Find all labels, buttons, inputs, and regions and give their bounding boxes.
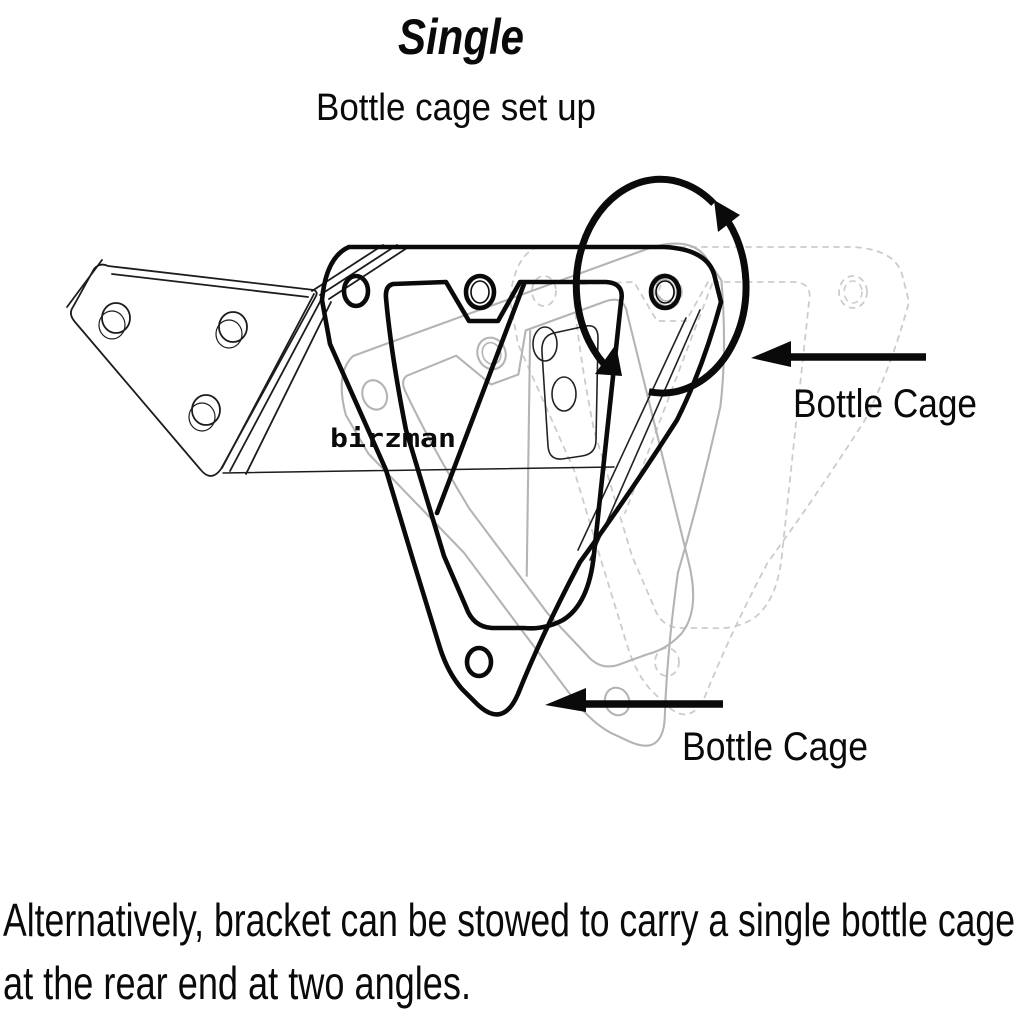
bracket-plate-edge-thickness (111, 273, 309, 298)
bracket-fold-line-3 (245, 301, 332, 475)
rear-mount-edge-line-1 (589, 309, 701, 561)
rear-mount-plate-outline (541, 324, 599, 460)
page-title: Single (398, 9, 524, 65)
bottle-cage-label-bottom: Bottle Cage (682, 725, 868, 769)
bracket-hole-1-inner (98, 310, 126, 340)
bracket-hole-1 (101, 302, 131, 334)
mounting-bracket-plate (66, 244, 615, 477)
rotation-arc-right (648, 219, 750, 397)
callout-bottom-arrowhead-icon (545, 688, 586, 712)
bracket-hole-3-inner (188, 402, 216, 432)
rotation-arrow-icon (572, 175, 750, 397)
caption-line-1: Alternatively, bracket can be stowed to … (3, 894, 1015, 946)
bracket-hole-2-inner (215, 319, 243, 349)
callout-top-arrowhead-icon (751, 341, 791, 367)
brand-logo: birzman (330, 424, 456, 454)
rotation-arrowhead-lower (595, 344, 622, 376)
page-subtitle: Bottle cage set up (316, 87, 596, 129)
caption-line-2: at the rear end at two angles. (3, 957, 471, 1009)
bracket-arm-line-2 (319, 244, 398, 296)
callout-bottom: Bottle Cage (545, 688, 868, 769)
rear-mount-edge-line-2 (577, 317, 687, 551)
bracket-plate-chamfer (66, 259, 103, 308)
bracket-fold-line-1 (221, 293, 315, 469)
rear-mount-details (532, 309, 701, 561)
bottle-cage-label-top: Bottle Cage (793, 382, 977, 426)
rotation-arrowhead-upper (714, 200, 740, 232)
bracket-hole-3 (191, 394, 221, 426)
callout-top: Bottle Cage (751, 341, 977, 426)
bracket-fold-line-2 (229, 297, 323, 472)
rear-mount-slot-hole-1 (532, 326, 558, 362)
bracket-hole-2 (218, 311, 248, 343)
rotation-arc-left (572, 175, 717, 374)
rear-mount-slot-hole-2 (551, 376, 577, 412)
